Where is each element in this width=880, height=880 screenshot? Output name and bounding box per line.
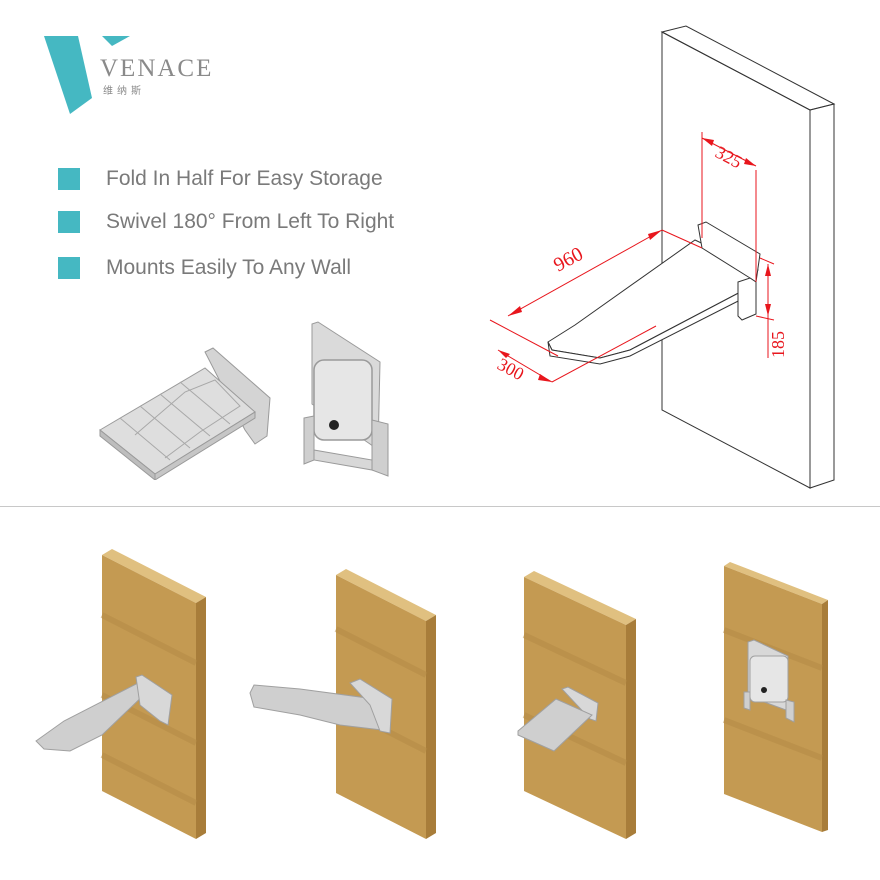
bullet-square-icon — [58, 211, 80, 233]
technical-drawing: 960 300 325 185 — [489, 25, 836, 489]
usage-swivel-left — [35, 549, 206, 839]
product-render-open-tray — [99, 347, 271, 480]
feature-item-mount: Mounts Easily To Any Wall — [58, 256, 351, 280]
logo-v-icon — [44, 36, 92, 114]
feature-label: Swivel 180° From Left To Right — [106, 210, 395, 233]
dimension-bracket-label: 325 — [712, 142, 745, 172]
section-divider — [0, 506, 880, 507]
knob-icon — [329, 420, 339, 430]
brand-name-cn: 维纳斯 — [103, 86, 145, 97]
usage-fully-folded — [722, 562, 828, 832]
usage-swivel-right — [249, 569, 436, 839]
brand-logo-mark — [44, 36, 130, 114]
dimension-height-label: 185 — [768, 331, 788, 358]
product-render-folded-flat — [303, 321, 389, 477]
bullet-square-icon — [58, 257, 80, 279]
dimension-arrows — [498, 138, 771, 382]
bullet-square-icon — [58, 168, 80, 190]
feature-label: Mounts Easily To Any Wall — [106, 256, 352, 279]
knob-icon — [761, 687, 767, 693]
feature-label: Fold In Half For Easy Storage — [106, 167, 383, 190]
feature-item-swivel: Swivel 180° From Left To Right — [58, 210, 394, 234]
dimension-length-label: 960 — [550, 243, 587, 277]
feature-item-fold: Fold In Half For Easy Storage — [58, 167, 383, 191]
dimension-width-label: 300 — [494, 354, 527, 384]
brand-name: VENACE — [100, 55, 214, 82]
usage-half-folded — [517, 571, 636, 839]
ironing-board-outline — [547, 221, 761, 365]
